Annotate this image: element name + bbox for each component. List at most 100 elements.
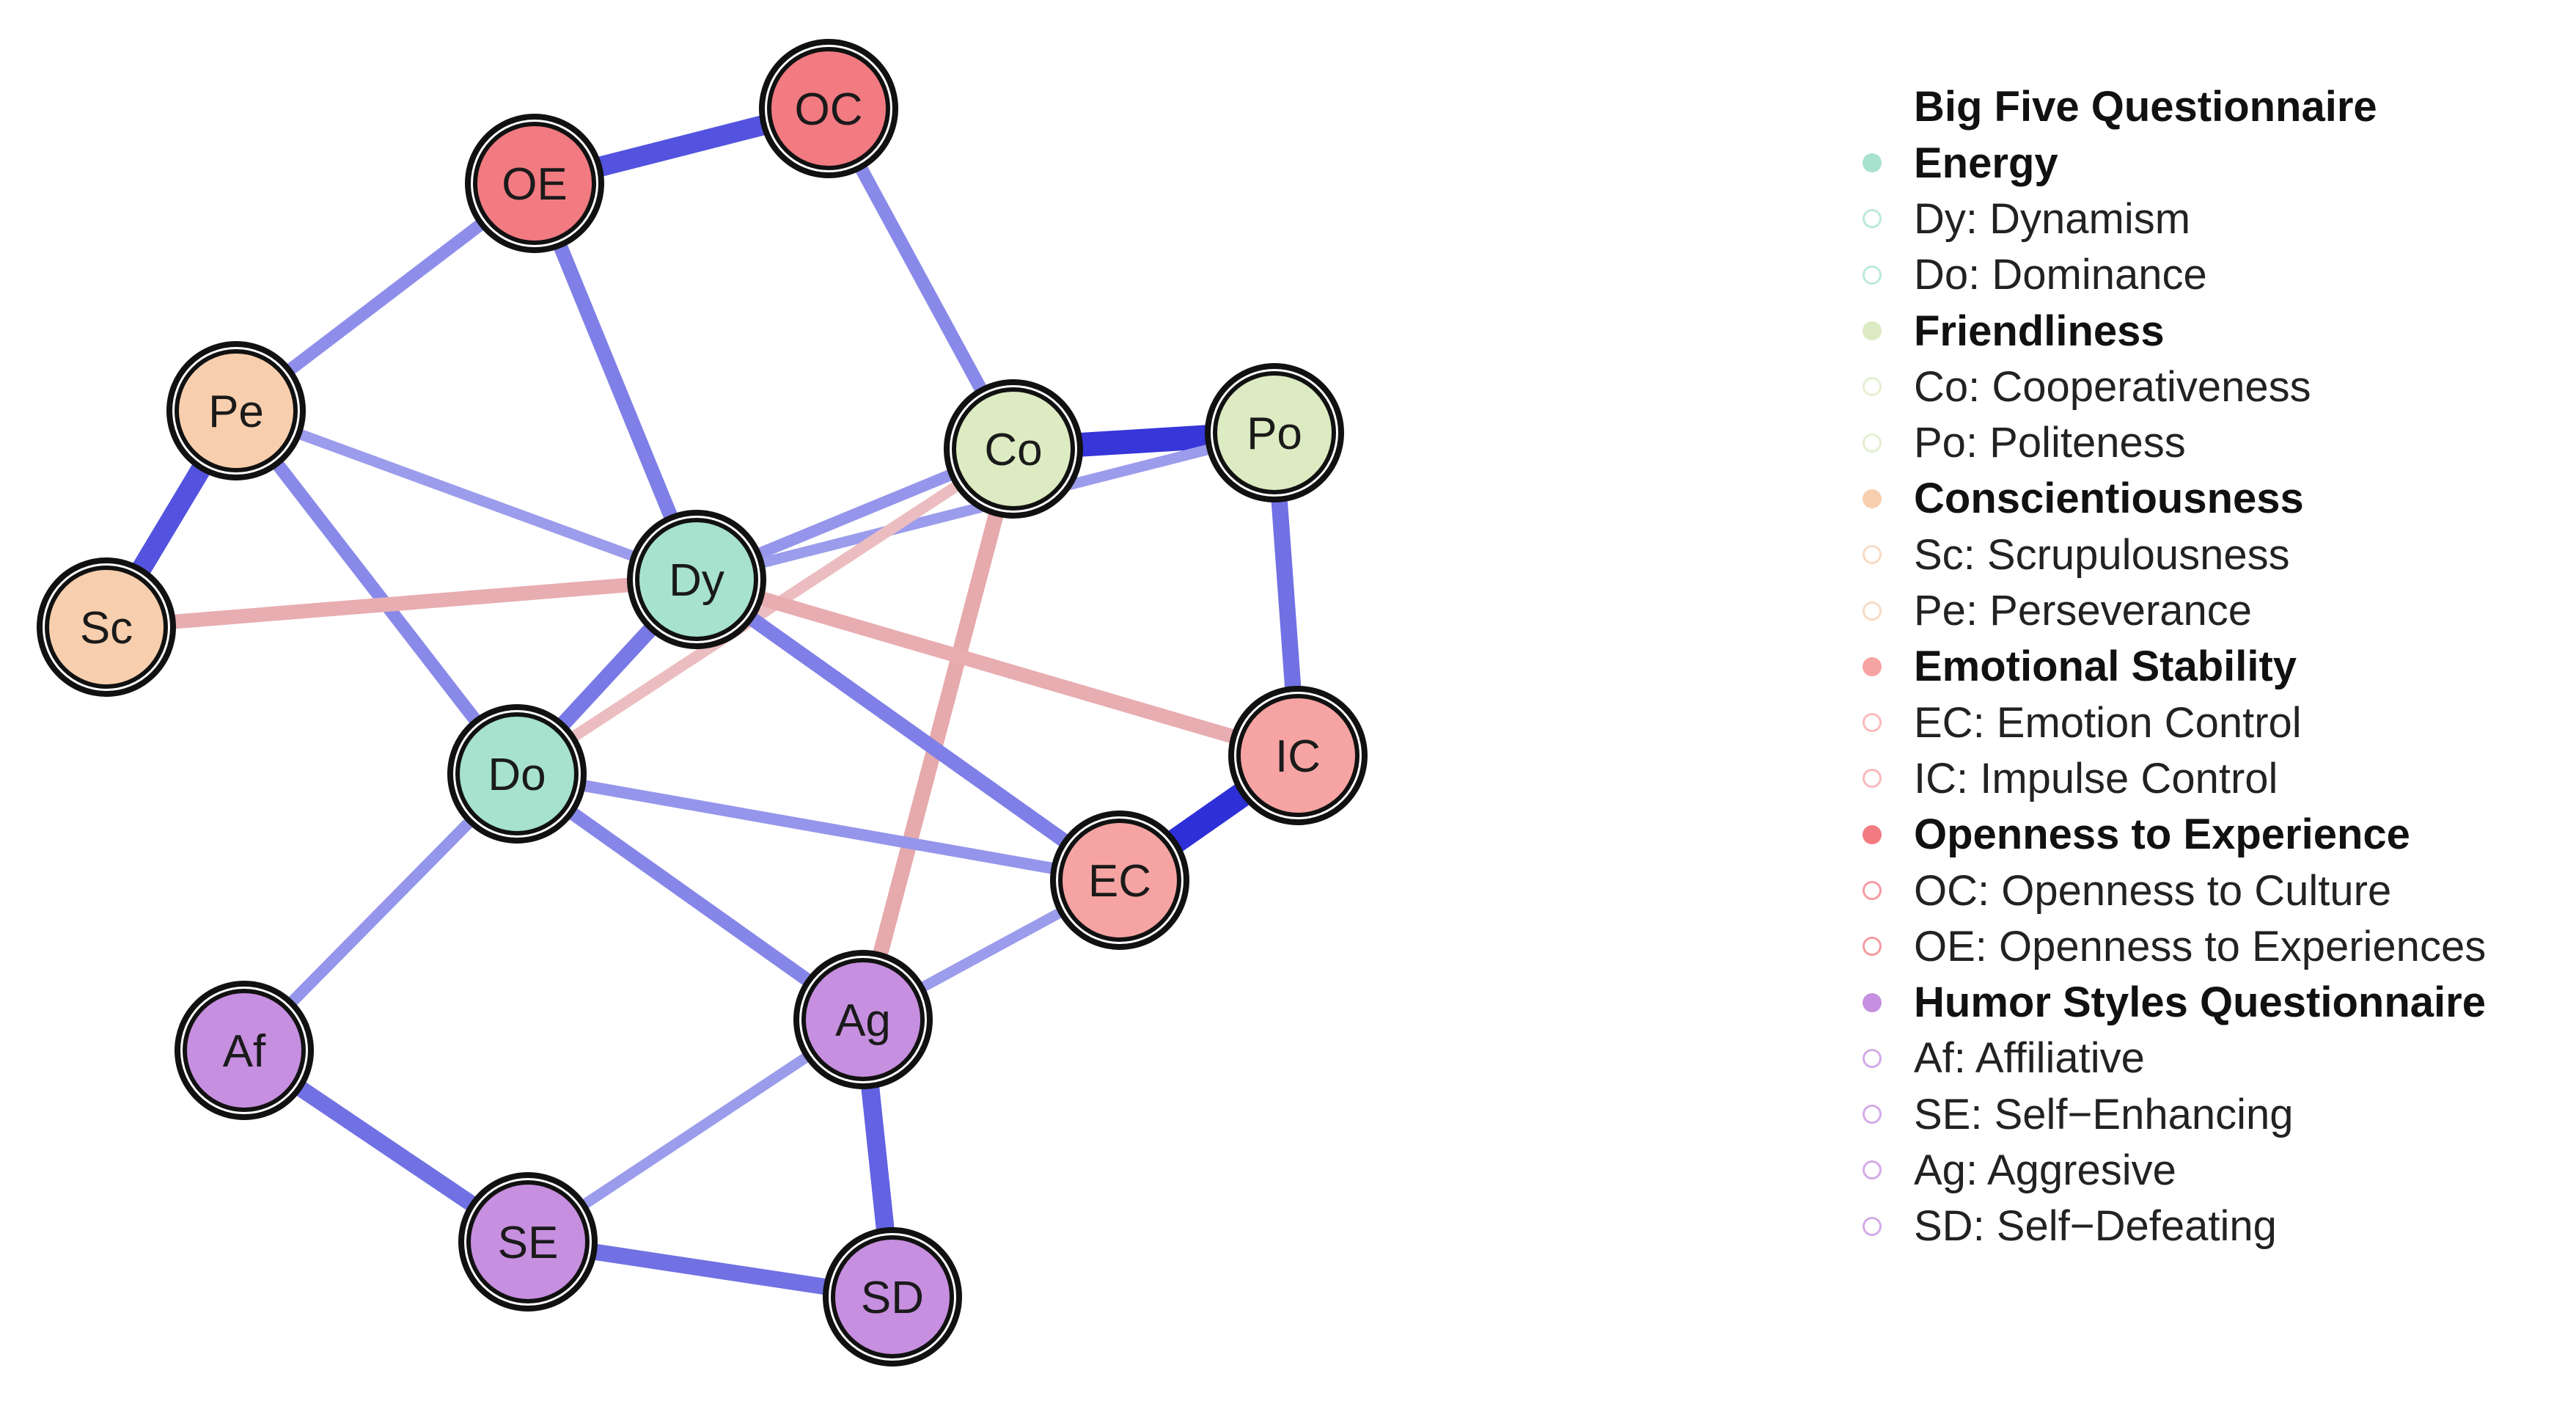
legend-filled-circle-icon: [1863, 321, 1882, 341]
node-se: SE: [458, 1172, 598, 1312]
node-label-po: Po: [1247, 409, 1302, 459]
legend-item-row: Pe: Perseverance: [1848, 582, 2566, 638]
legend-item-row: OC: Openness to Culture: [1848, 863, 2566, 918]
legend-outline-circle-icon: [1863, 713, 1882, 733]
legend-group-row: Friendliness: [1848, 303, 2566, 359]
node-sc: Sc: [37, 557, 176, 697]
node-ec: EC: [1050, 811, 1189, 950]
legend-title: Big Five Questionnaire: [1914, 83, 2377, 131]
node-fill: [1058, 819, 1181, 942]
node-label-co: Co: [984, 425, 1042, 475]
legend-filled-circle-icon: [1863, 153, 1882, 173]
node-label-af: Af: [223, 1026, 266, 1077]
node-label-se: SE: [498, 1218, 559, 1268]
legend-outline-circle-icon: [1863, 209, 1882, 229]
legend-label: Humor Styles Questionnaire: [1914, 978, 2486, 1027]
node-label-ic: IC: [1275, 731, 1321, 782]
edge-dy-ic: [694, 572, 1300, 763]
node-fill: [183, 989, 306, 1112]
node-label-oc: OC: [795, 84, 863, 135]
node-fill: [473, 122, 596, 245]
node-label-ec: EC: [1088, 856, 1151, 907]
node-oc: OC: [759, 39, 898, 178]
legend-label: Do: Dominance: [1914, 251, 2207, 299]
legend-filled-circle-icon: [1863, 489, 1882, 508]
legend-filled-circle-icon: [1863, 824, 1882, 844]
node-ic: IC: [1228, 686, 1368, 825]
legend-outline-circle-icon: [1863, 377, 1882, 397]
legend-label: OC: Openness to Culture: [1914, 866, 2392, 915]
edge-dy-ec: [692, 573, 1124, 887]
legend-item-row: OE: Openness to Experiences: [1848, 918, 2566, 974]
node-fill: [952, 387, 1075, 511]
legend-label: Po: Politeness: [1914, 419, 2186, 467]
legend-group-row: Energy: [1848, 135, 2566, 191]
legend-label: Emotional Stability: [1914, 643, 2297, 691]
legend-outline-circle-icon: [1863, 601, 1882, 621]
legend-label: SD: Self−Defeating: [1914, 1202, 2277, 1251]
legend-label: Energy: [1914, 139, 2058, 187]
legend-outline-circle-icon: [1863, 433, 1882, 453]
node-po: Po: [1205, 363, 1344, 502]
node-fill: [45, 566, 168, 689]
node-fill: [455, 712, 579, 835]
edges-layer: [98, 98, 1307, 1306]
edge-co-ag: [855, 447, 1021, 1022]
legend-item-row: Dy: Dynamism: [1848, 191, 2566, 246]
node-label-pe: Pe: [208, 387, 264, 437]
node-fill: [801, 958, 925, 1081]
legend-item-row: Sc: Scrupulousness: [1848, 527, 2566, 582]
node-ag: Ag: [793, 950, 933, 1089]
legend-label: Co: Cooperativeness: [1914, 362, 2311, 411]
edge-oe-dy: [527, 180, 704, 582]
node-fill: [635, 518, 758, 641]
legend-label: Conscientiousness: [1914, 475, 2304, 523]
node-dy: Dy: [627, 510, 766, 649]
legend-outline-circle-icon: [1863, 1105, 1882, 1124]
legend-outline-circle-icon: [1863, 769, 1882, 789]
legend-outline-circle-icon: [1863, 265, 1882, 285]
node-label-ag: Ag: [835, 995, 891, 1046]
node-fill: [175, 349, 298, 472]
legend-item-row: Af: Affiliative: [1848, 1031, 2566, 1086]
legend-outline-circle-icon: [1863, 1216, 1882, 1236]
node-label-dy: Dy: [669, 555, 724, 606]
legend-outline-circle-icon: [1863, 881, 1882, 900]
legend-item-row: SD: Self−Defeating: [1848, 1199, 2566, 1254]
legend-item-row: IC: Impulse Control: [1848, 750, 2566, 806]
legend-item-row: Ag: Aggresive: [1848, 1142, 2566, 1198]
node-label-do: Do: [488, 750, 546, 800]
legend-label: OE: Openness to Experiences: [1914, 922, 2487, 970]
node-label-sc: Sc: [80, 603, 133, 654]
legend-outline-circle-icon: [1863, 937, 1882, 956]
legend-item-row: EC: Emotion Control: [1848, 695, 2566, 750]
node-label-sd: SD: [861, 1273, 924, 1323]
node-fill: [767, 47, 890, 170]
legend-group-row: Conscientiousness: [1848, 471, 2566, 527]
legend-outline-circle-icon: [1863, 1048, 1882, 1068]
legend-filled-circle-icon: [1863, 992, 1882, 1012]
node-sd: SD: [823, 1227, 962, 1367]
edge-pe-do: [230, 406, 523, 778]
legend-label: Pe: Perseverance: [1914, 587, 2253, 635]
node-pe: Pe: [166, 341, 306, 480]
legend-label: Af: Affiliative: [1914, 1034, 2145, 1083]
edge-do-ag: [513, 768, 867, 1025]
legend-item-row: Do: Dominance: [1848, 247, 2566, 303]
legend-outline-circle-icon: [1863, 1160, 1882, 1180]
legend-outline-circle-icon: [1863, 545, 1882, 565]
legend-label: Dy: Dynamism: [1914, 194, 2191, 243]
edge-pe-dy: [234, 406, 699, 585]
node-oe: OE: [465, 114, 604, 253]
legend-label: IC: Impulse Control: [1914, 754, 2278, 802]
node-do: Do: [447, 704, 587, 844]
legend-label: SE: Self−Enhancing: [1914, 1090, 2294, 1138]
legend-item-row: Co: Cooperativeness: [1848, 359, 2566, 414]
legend-item-row: SE: Self−Enhancing: [1848, 1086, 2566, 1142]
legend-label: Friendliness: [1914, 307, 2165, 355]
node-fill: [1213, 371, 1336, 494]
node-fill: [466, 1180, 590, 1303]
